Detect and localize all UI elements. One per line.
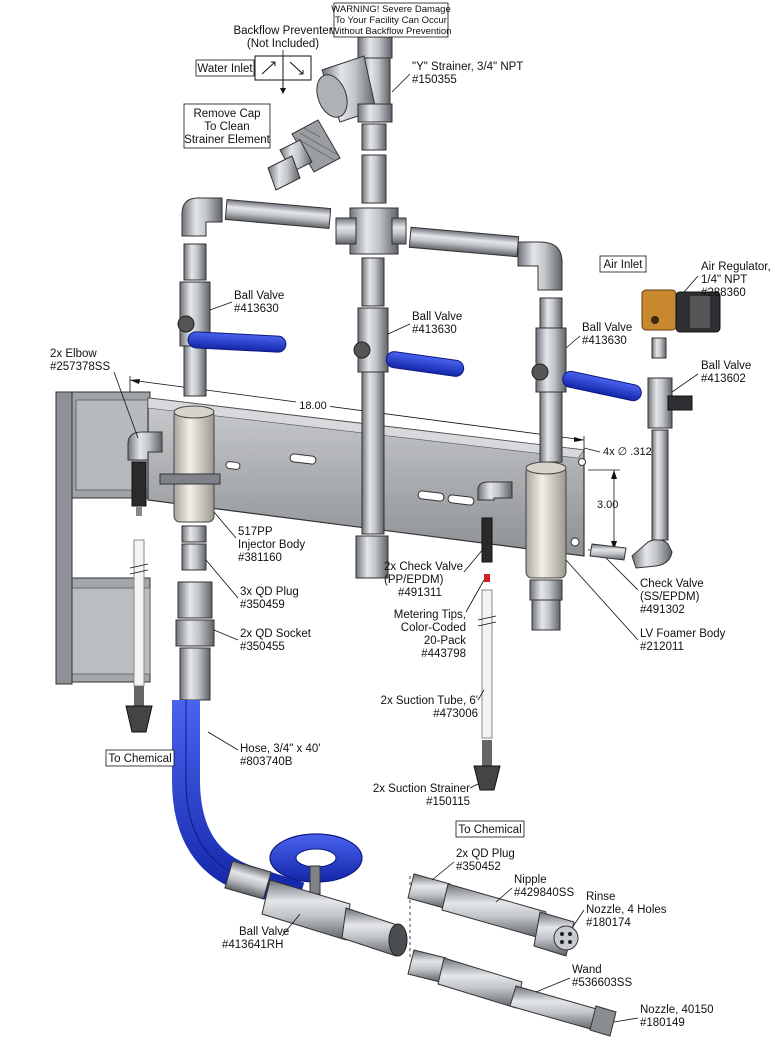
- lv-foamer-label-2: #212011: [640, 641, 684, 653]
- air-regulator-label-1: Air Regulator,: [701, 261, 771, 273]
- ball-valve-hose-label-2: #413641RH: [222, 939, 283, 951]
- ball-valve-center-label-1: Ball Valve: [412, 311, 462, 323]
- warning-line-3: Without Backflow Prevention: [331, 26, 452, 37]
- nozzle-label-2: #180149: [640, 1017, 685, 1029]
- warning-line-1: WARNING! Severe Damage: [331, 4, 451, 15]
- injector-body: [159, 405, 221, 571]
- ball-valve-right-label-2: #413630: [582, 335, 627, 347]
- ball-valve-center-label-2: #413630: [412, 324, 457, 336]
- ball-valve-hose-label-1: Ball Valve: [239, 926, 289, 938]
- elbow-label-1: 2x Elbow: [50, 348, 97, 360]
- remove-cap-line-3: Strainer Element: [184, 134, 270, 146]
- callouts: Backflow Preventer (Not Included) "Y" St…: [50, 25, 771, 1029]
- qd-plug-2x-label-1: 2x QD Plug: [456, 848, 515, 860]
- rinse-nozzle-assembly: [407, 873, 579, 957]
- to-chemical-left-label: To Chemical: [108, 753, 171, 765]
- ball-valve-right-label-1: Ball Valve: [582, 322, 632, 334]
- hose: [172, 700, 305, 910]
- air-inlet-box: Air Inlet: [599, 255, 647, 273]
- rinse-nozzle-label-2: Nozzle, 4 Holes: [586, 904, 667, 916]
- holes-label: 4x ∅ .312: [603, 446, 652, 458]
- suction-tube-left: [125, 539, 153, 733]
- rinse-nozzle-label-3: #180174: [586, 917, 631, 929]
- elbow-label-2: #257378SS: [50, 361, 110, 373]
- suction-tube-right: [473, 589, 501, 791]
- to-chemical-left-box: To Chemical: [105, 749, 175, 767]
- injector-body-label-3: #381160: [238, 552, 282, 564]
- y-strainer: [316, 26, 393, 123]
- y-strainer-label-1: "Y" Strainer, 3/4" NPT: [412, 61, 523, 73]
- check-valve-pp-label-3: #491311: [398, 587, 442, 599]
- ball-valve-right: [531, 327, 642, 402]
- dimension-height-label: 3.00: [597, 499, 618, 511]
- metering-tips-label-4: #443798: [421, 648, 466, 660]
- nozzle-label-1: Nozzle, 40150: [640, 1004, 714, 1016]
- qd-plug-2x-label-2: #350452: [456, 861, 501, 873]
- metering-tips-label-3: 20-Pack: [424, 635, 466, 647]
- water-inlet-box: Water Inlet: [195, 59, 255, 77]
- strainer-element: [267, 119, 341, 191]
- qd-socket-label-1: 2x QD Socket: [240, 628, 312, 640]
- ball-valve-center: [353, 307, 465, 377]
- qd-plug-3x-label-1: 3x QD Plug: [240, 586, 299, 598]
- remove-cap-box: Remove Cap To Clean Strainer Element: [183, 103, 271, 149]
- dimension-lines: 18.00 3.00 4x ∅ .312: [129, 376, 652, 551]
- ball-valve-air-label-2: #413602: [701, 373, 746, 385]
- to-chemical-right-box: To Chemical: [455, 820, 525, 838]
- suction-strainer-label-1: 2x Suction Strainer: [373, 783, 470, 795]
- to-chemical-right-label: To Chemical: [458, 824, 521, 836]
- remove-cap-line-2: To Clean: [204, 121, 249, 133]
- nipple-label-2: #429840SS: [514, 887, 574, 899]
- wand-assembly: [407, 949, 617, 1037]
- remove-cap-line-1: Remove Cap: [193, 108, 260, 120]
- water-inlet-label: Water Inlet: [197, 63, 253, 75]
- hose-label-1: Hose, 3/4" x 40': [240, 743, 320, 755]
- injector-body-label-1: 517PP: [238, 526, 273, 538]
- nipple-label-1: Nipple: [514, 874, 547, 886]
- wand-label-2: #536603SS: [572, 977, 632, 989]
- air-regulator-label-2: 1/4" NPT: [701, 274, 747, 286]
- ball-valve-air: [647, 337, 693, 541]
- rinse-nozzle-label-1: Rinse: [586, 891, 615, 903]
- injector-body-label-2: Injector Body: [238, 539, 305, 551]
- backflow-label-2: (Not Included): [247, 38, 319, 50]
- dimension-length-label: 18.00: [299, 400, 327, 412]
- check-valve-ss-label-2: (SS/EPDM): [640, 591, 700, 603]
- air-regulator-label-3: #288360: [701, 287, 746, 299]
- y-strainer-label-2: #150355: [412, 74, 457, 86]
- suction-tube-label-2: #473006: [433, 708, 478, 720]
- ball-valve-left-label-2: #413630: [234, 303, 279, 315]
- manifold-piping: [181, 26, 563, 579]
- ball-valve-hose: [261, 833, 408, 957]
- check-valve-pp-label-1: 2x Check Valve: [384, 561, 463, 573]
- wand-label-1: Wand: [572, 964, 602, 976]
- metering-tips-label-2: Color-Coded: [401, 622, 466, 634]
- warning-line-2: To Your Facility Can Occur: [335, 15, 447, 26]
- hose-label-2: #803740B: [240, 756, 293, 768]
- metering-tips-label-1: Metering Tips,: [394, 609, 466, 621]
- suction-tube-label-1: 2x Suction Tube, 6': [381, 695, 478, 707]
- air-regulator: [641, 289, 721, 333]
- ball-valve-left-label-1: Ball Valve: [234, 290, 284, 302]
- suction-strainer-label-2: #150115: [426, 796, 470, 808]
- backflow-label-1: Backflow Preventer: [233, 25, 332, 37]
- check-valve-pp-label-2: (PP/EPDM): [384, 574, 444, 586]
- lv-foamer-body: [477, 461, 567, 631]
- ball-valve-left: [177, 281, 287, 353]
- check-valve-ss-label-3: #491302: [640, 604, 685, 616]
- ball-valve-air-label-1: Ball Valve: [701, 360, 751, 372]
- air-inlet-label: Air Inlet: [604, 259, 644, 271]
- qd-socket-label-2: #350455: [240, 641, 285, 653]
- qd-socket-left: [175, 581, 215, 701]
- lv-foamer-label-1: LV Foamer Body: [640, 628, 726, 640]
- check-valve-ss: [589, 538, 673, 569]
- warning-box: WARNING! Severe Damage To Your Facility …: [331, 2, 452, 38]
- qd-plug-3x-label-2: #350459: [240, 599, 285, 611]
- cross-fitting: [335, 207, 407, 255]
- elbow-left: [127, 431, 163, 516]
- check-valve-ss-label-1: Check Valve: [640, 578, 704, 590]
